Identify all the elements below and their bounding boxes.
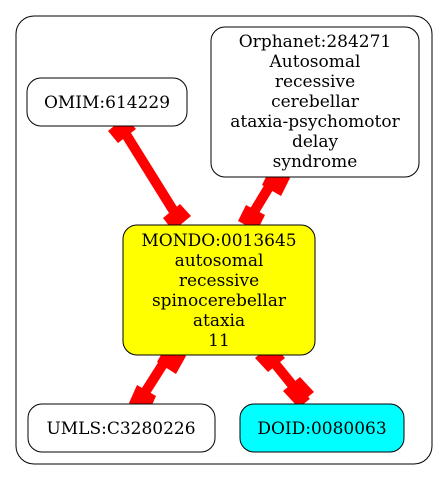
node-label-line: cerebellar <box>271 92 360 112</box>
node-label-line: recessive <box>275 72 355 92</box>
node-mondo: MONDO:0013645 autosomal recessive spinoc… <box>122 224 316 356</box>
edge-head-marker <box>283 377 314 406</box>
edge-omim-mondo <box>108 117 191 231</box>
node-doid: DOID:0080063 <box>239 403 405 453</box>
node-label-line: OMIM:614229 <box>44 93 170 113</box>
node-label-line: recessive <box>179 271 259 291</box>
node-label-line: ataxia-psychomotor <box>230 112 400 132</box>
node-label-line: 11 <box>208 331 230 351</box>
node-label-line: Autosomal <box>269 52 361 72</box>
node-label-line: DOID:0080063 <box>257 419 386 439</box>
node-label-line: delay <box>292 132 339 152</box>
node-box <box>122 224 316 356</box>
node-orphanet: Orphanet:284271 Autosomal recessive cere… <box>210 26 420 178</box>
node-box <box>239 403 405 453</box>
cluster-frame <box>15 15 433 465</box>
node-box <box>26 77 188 127</box>
node-label-line: autosomal <box>175 251 264 271</box>
node-label-line: MONDO:0013645 <box>141 231 296 251</box>
node-label-line: Orphanet:284271 <box>239 32 392 52</box>
node-box <box>27 403 216 453</box>
node-box <box>210 26 420 178</box>
edge-head-marker <box>163 204 191 231</box>
node-label-line: ataxia <box>193 311 245 331</box>
node-omim: OMIM:614229 <box>26 77 188 127</box>
node-label-line: UMLS:C3280226 <box>46 419 195 439</box>
node-umls: UMLS:C3280226 <box>27 403 216 453</box>
node-label-line: spinocerebellar <box>152 291 287 311</box>
edge-line <box>117 125 183 221</box>
node-label-line: syndrome <box>273 152 358 172</box>
